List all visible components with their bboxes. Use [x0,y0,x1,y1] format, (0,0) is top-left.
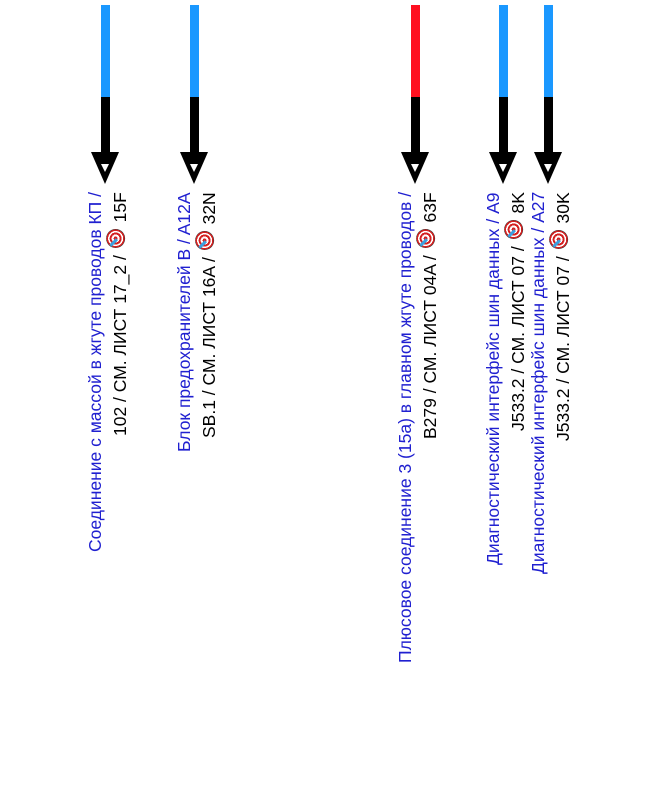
arrow-down-icon [180,152,208,184]
reference-prefix: B279 / СМ. ЛИСТ 04A / [420,254,441,439]
reference-prefix: J533.2 / СМ. ЛИСТ 07 / [508,246,529,431]
connector-title[interactable]: Диагностический интерфейс шин данных / A… [528,192,548,575]
arrow-down-icon [534,152,562,184]
connector-reference[interactable]: B279 / СМ. ЛИСТ 04A / 63F [416,192,441,797]
target-icon[interactable] [106,229,125,249]
wire-segment-colored [498,5,508,97]
wire-segment-colored [543,5,553,97]
wire-segment-black [100,97,110,157]
connector-reference[interactable]: 102 / СМ. ЛИСТ 17_2 / 15F [106,192,131,797]
connector-label[interactable]: Плюсовое соединение 3 (15a) в главном жг… [394,192,441,797]
wire-segment-colored [100,5,110,97]
connector-title[interactable]: Плюсовое соединение 3 (15a) в главном жг… [395,192,415,664]
arrow-down-icon [91,152,119,184]
wire-segment-colored [410,5,420,97]
connector-label[interactable]: Блок предохранителей B / A12A SB.1 / СМ.… [173,192,220,797]
arrow-down-icon [401,152,429,184]
connector-reference[interactable]: SB.1 / СМ. ЛИСТ 16A / 32N [195,192,220,797]
wire-segment-black [410,97,420,157]
reference-prefix: SB.1 / СМ. ЛИСТ 16A / [199,256,220,438]
target-icon[interactable] [195,230,214,250]
reference-code: 8K [508,192,529,214]
reference-prefix: J533.2 / СМ. ЛИСТ 07 / [553,255,574,441]
reference-code: 32N [199,192,220,225]
wire-segment-colored [189,5,199,97]
connector-label[interactable]: Диагностический интерфейс шин данных / A… [482,192,529,797]
reference-prefix: 102 / СМ. ЛИСТ 17_2 / [110,254,131,436]
target-icon[interactable] [416,229,435,249]
connector-title[interactable]: Диагностический интерфейс шин данных / A… [483,192,503,565]
connector-label[interactable]: Соединение с массой в жгуте проводов КП … [84,192,131,797]
connector-reference[interactable]: J533.2 / СМ. ЛИСТ 07 / 30K [549,192,574,797]
connector-label[interactable]: Диагностический интерфейс шин данных / A… [527,192,574,797]
reference-code: 30K [553,192,574,224]
connector-reference[interactable]: J533.2 / СМ. ЛИСТ 07 / 8K [504,192,529,797]
connector-title[interactable]: Блок предохранителей B / A12A [174,192,194,452]
target-icon[interactable] [504,220,523,240]
connector-title[interactable]: Соединение с массой в жгуте проводов КП … [85,192,105,552]
wire-segment-black [189,97,199,157]
arrow-down-icon [489,152,517,184]
reference-code: 15F [110,192,131,223]
wire-segment-black [543,97,553,157]
target-icon[interactable] [549,230,568,250]
wire-segment-black [498,97,508,157]
reference-code: 63F [420,192,441,223]
